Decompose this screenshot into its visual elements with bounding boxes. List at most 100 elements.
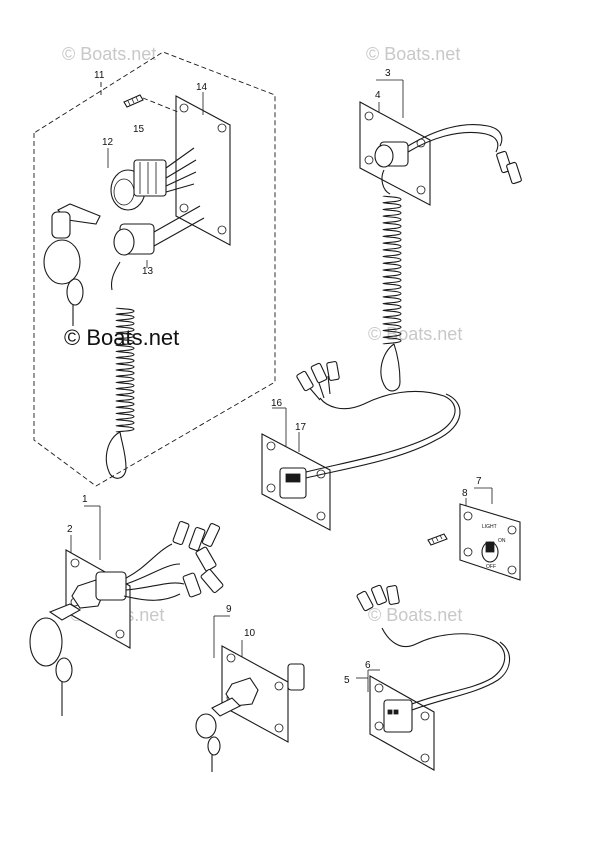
lanyard-coil-right (382, 195, 402, 345)
switch-17-connector (296, 370, 314, 392)
callout-12: 12 (102, 137, 114, 148)
switch-6-cable (411, 641, 511, 711)
callout-1: 1 (82, 494, 88, 505)
stop-switch-13-clip-cord (110, 261, 121, 291)
callout-11: 11 (94, 70, 105, 81)
plate-2-hole (115, 629, 125, 639)
key-switch-2-harness (123, 543, 185, 601)
key-10 (211, 697, 241, 717)
switch-17-connector (310, 362, 328, 384)
plate-6-hole (374, 721, 384, 731)
assembly-16 (261, 361, 461, 531)
harness-2-connector (200, 568, 224, 594)
assembly-7: LIGHT ON OFF (427, 487, 521, 581)
plate-6-hole (374, 683, 384, 693)
plate-14-hole (179, 103, 189, 113)
plate-4-hole (364, 155, 374, 165)
harness-2-connector (188, 526, 206, 552)
light-on-label: ON (498, 538, 506, 544)
plate-10-hole (226, 653, 236, 663)
screw-15-threads (127, 96, 139, 106)
watermark-top-right: © Boats.net (366, 44, 460, 64)
screw-7-threads (431, 534, 443, 544)
callout-3: 3 (385, 68, 391, 79)
stop-switch-13-shaft (153, 217, 205, 247)
assembly-11 (33, 51, 276, 487)
spare-key-head (66, 278, 84, 306)
plate-10-hole (274, 681, 284, 691)
key-switch-12-ribs (139, 162, 157, 194)
light-switch-lever (485, 541, 495, 553)
callout-10: 10 (244, 628, 256, 639)
switch-17-cable (305, 390, 456, 473)
switch-17-cable (305, 393, 461, 479)
callout-6: 6 (365, 660, 371, 671)
callout-9: 9 (226, 604, 232, 615)
plate-4-hole (416, 185, 426, 195)
plate-8-hole (463, 511, 473, 521)
plate-17-hole (266, 483, 276, 493)
light-label: LIGHT (482, 524, 497, 530)
switch-6-connector (356, 590, 374, 612)
callout-5: 5 (344, 675, 350, 686)
plate-8-hole (463, 547, 473, 557)
callout-17: 17 (295, 422, 307, 433)
plate-8-hole (507, 565, 517, 575)
switch-4-cable (407, 131, 499, 153)
key-switch-12-wires (165, 147, 197, 193)
toggle-switch-17 (279, 467, 307, 499)
plate-17-hole (266, 441, 276, 451)
watermark-bottom-right: © Boats.net (368, 605, 462, 625)
plate-17-hole (316, 511, 326, 521)
key-2 (48, 603, 82, 621)
plate-8-hole (507, 525, 517, 535)
ignition-key-head (51, 211, 71, 239)
plate-14-hole (217, 123, 227, 133)
lanyard-cord-right (381, 169, 391, 195)
callout-16: 16 (271, 398, 283, 409)
switch-6-connector (386, 585, 400, 605)
key-switch-10-back (287, 663, 305, 691)
assembly-5 (356, 584, 511, 771)
callout-13: 13 (142, 266, 154, 277)
plate-4-hole (364, 111, 374, 121)
callout-2: 2 (67, 524, 73, 535)
plate-14-hole (217, 225, 227, 235)
plate-6-hole (420, 711, 430, 721)
stop-switch-13-face (113, 228, 135, 256)
key-10-spare-head (207, 736, 221, 756)
callout-labels: 11 14 15 12 13 3 4 16 17 1 2 9 10 7 8 5 … (67, 68, 482, 686)
assembly-1 (29, 505, 224, 716)
callout-8: 8 (462, 488, 468, 499)
panel-plate-14 (175, 95, 231, 246)
screw-15 (123, 94, 144, 108)
stop-switch-4-face (374, 144, 394, 168)
plate-10-hole (274, 723, 284, 733)
key-switch-2-body (95, 571, 127, 601)
callout-14: 14 (196, 82, 208, 93)
assembly-11-outline (33, 51, 276, 487)
assembly-3 (359, 79, 522, 392)
plate-14-hole (179, 203, 189, 213)
lanyard-clip-right (380, 343, 401, 392)
key-2-spare-head (55, 657, 73, 683)
key-10-ring (195, 713, 217, 739)
key-ring (43, 239, 81, 285)
harness-2-connector (195, 546, 217, 572)
switch-4-connector (506, 161, 522, 185)
toggle-switch-6-mark (387, 709, 393, 715)
harness-2-connector (182, 572, 202, 598)
plate-2-hole (70, 558, 80, 568)
switch-6-connector (371, 584, 387, 606)
callout-4: 4 (375, 90, 381, 101)
lanyard-coil-left (115, 307, 135, 433)
key-switch-10-nut (225, 677, 259, 707)
toggle-switch-6-mark (393, 709, 399, 715)
harness-2-connector (201, 523, 221, 547)
toggle-switch-6 (383, 699, 413, 733)
switch-4-cable (407, 124, 503, 147)
switch-17-connector (326, 361, 340, 381)
watermark-mid-right: © Boats.net (368, 324, 462, 344)
